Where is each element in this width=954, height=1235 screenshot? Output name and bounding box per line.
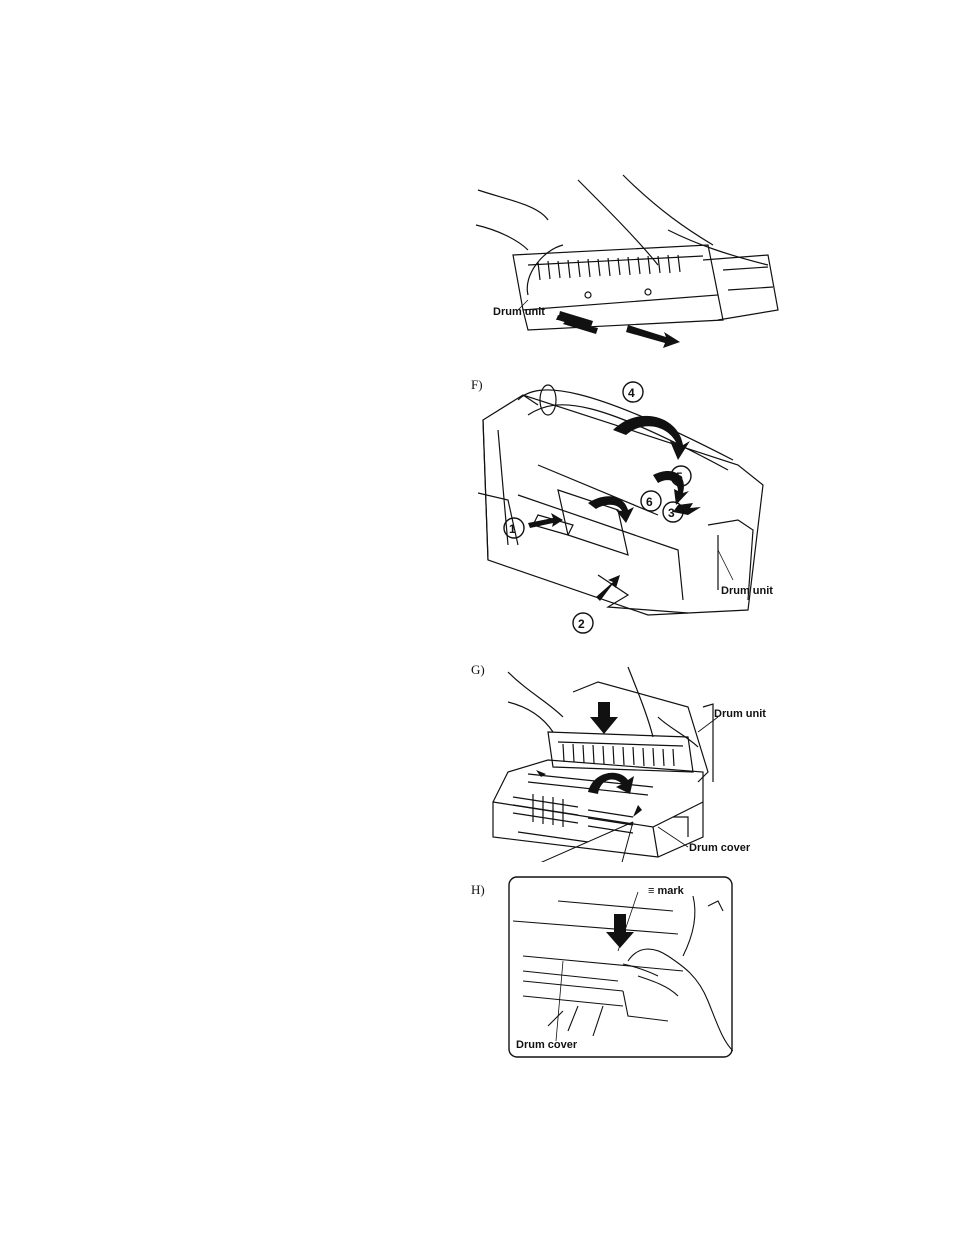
callout-3: 3 [668,506,675,520]
detail-frame [509,877,732,1057]
callout-6: 6 [646,495,653,509]
label-drum-cover-g: Drum cover [689,842,751,854]
callout-2: 2 [578,617,585,631]
callout-5: 5 [676,470,683,484]
callout-4: 4 [628,386,635,400]
label-mark: ≡ mark [648,885,685,897]
label-drum-unit-f: Drum unit [721,585,773,597]
step-label-g: G) [471,662,485,678]
figure-drum-unit-slide: Drum unit [468,170,784,350]
drum-unit-unpack-illustration: 4 5 6 3 1 2 Drum unit [478,375,778,640]
push-down-arrow-icon [590,702,618,734]
figure-f-remove-drum: 4 5 6 3 1 2 Drum unit [478,375,778,640]
callout-1: 1 [509,522,516,536]
drum-unit-slide-illustration: Drum unit [468,170,784,350]
down-arrow-icon [606,914,634,948]
arrow-right-icon [626,325,680,348]
figure-h-mark-detail: ≡ mark Drum cover [508,876,733,1058]
drum-install-illustration: Drum unit Drum cover [488,662,778,862]
figure-g-install-drum: Drum unit Drum cover [488,662,778,862]
rotate-arrow-icon [613,416,690,460]
label-drum-cover-h: Drum cover [516,1039,578,1051]
mark-detail-illustration: ≡ mark Drum cover [508,876,733,1058]
label-drum-unit: Drum unit [493,306,545,318]
label-drum-unit-g: Drum unit [714,708,766,720]
arrow-icon [528,513,563,528]
step-label-h: H) [471,882,485,898]
